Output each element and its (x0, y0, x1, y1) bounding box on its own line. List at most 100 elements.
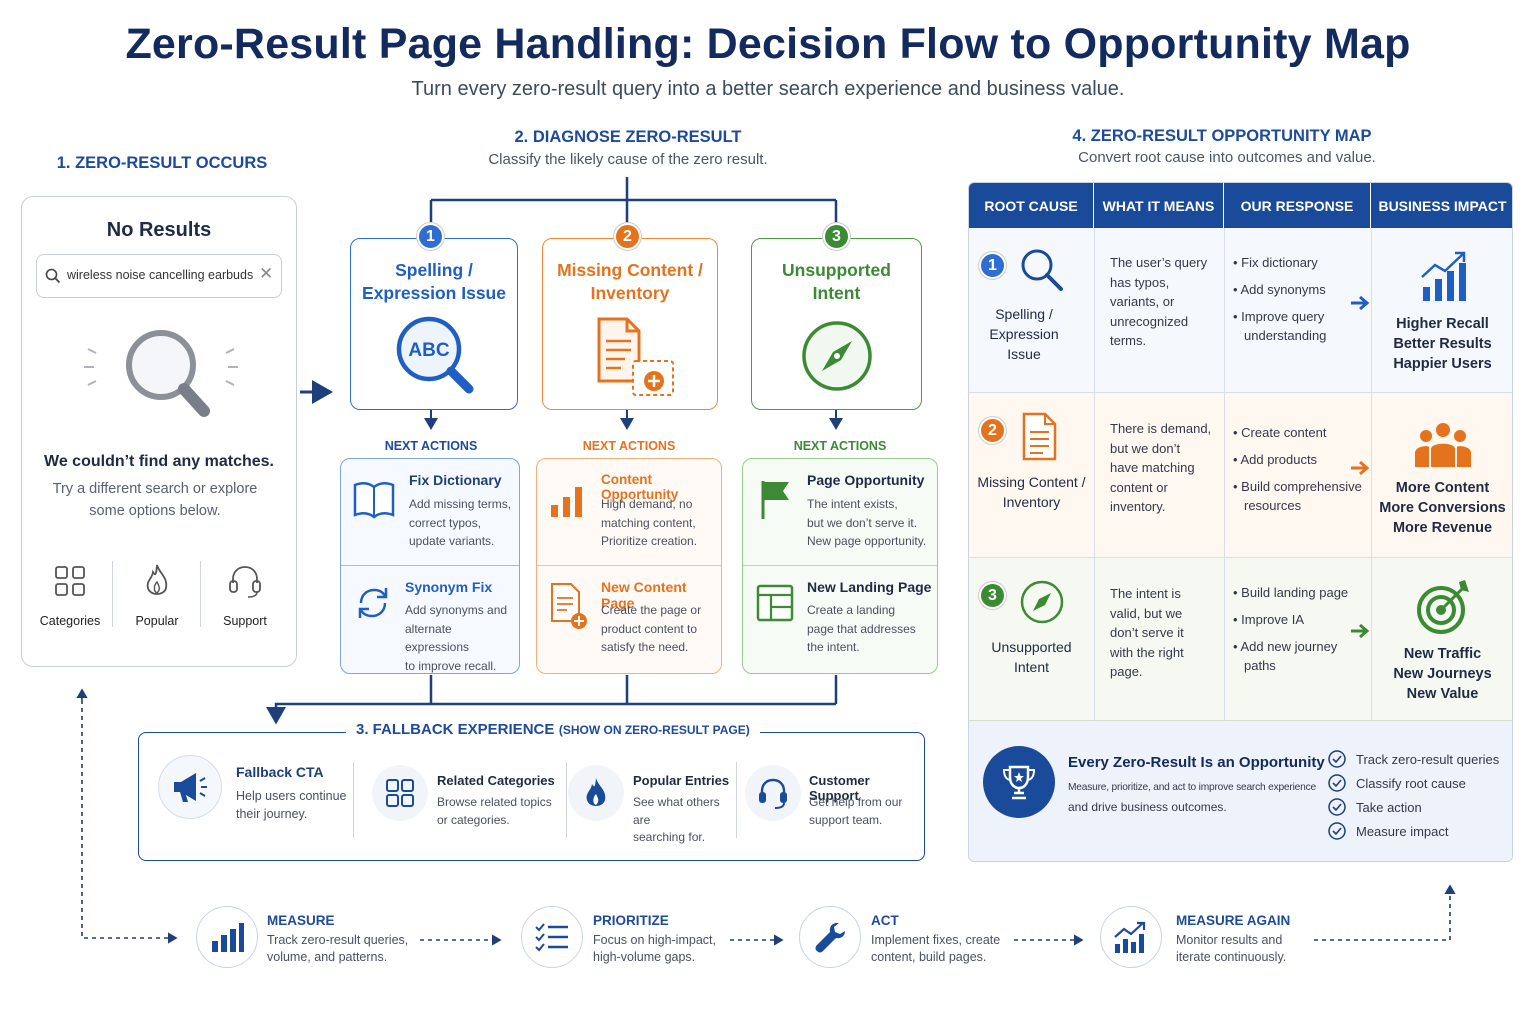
response-list: • Create content • Add products • Build … (1233, 425, 1362, 513)
loop-step-measure: MEASURE Track zero-result queries,volume… (196, 906, 420, 976)
loop-step-prioritize: PRIORITIZE Focus on high-impact,high-vol… (521, 906, 731, 976)
summary-title: Every Zero-Result Is an Opportunity (1068, 754, 1325, 771)
grid-icon (55, 566, 85, 596)
arrow-right-icon (1351, 460, 1370, 476)
step4-subheading: Convert root cause into outcomes and val… (1078, 149, 1376, 166)
row-badge-3: 3 (979, 582, 1006, 609)
summary-panel (969, 721, 1512, 861)
action-title: Synonym Fix (405, 579, 493, 595)
fallback-related-categories[interactable]: Related Categories Browse related topics… (372, 762, 562, 832)
root-cause: Missing Content /Inventory (977, 474, 1086, 510)
arrow-right-icon (1351, 623, 1370, 639)
cause-title: Missing Content /Inventory (557, 260, 703, 303)
action-title: New Content Page (601, 579, 687, 611)
response-list: • Build landing page • Improve IA • Add … (1233, 585, 1349, 673)
step4-heading: 4. ZERO-RESULT OPPORTUNITY MAP (1072, 127, 1372, 145)
open-book-icon (353, 482, 395, 519)
fire-icon (146, 564, 168, 595)
no-results-title: No Results (106, 219, 212, 241)
document-add-icon (597, 317, 674, 396)
option-categories[interactable]: Categories (26, 561, 114, 631)
option-popular[interactable]: Popular (114, 561, 200, 631)
hint-line-2: some options below. (89, 503, 221, 519)
clear-search-icon[interactable]: ✕ (259, 264, 274, 283)
document-icon (1022, 412, 1057, 461)
abc-icon-text: ABC (408, 340, 449, 361)
summary-line-1: Measure, prioritize, and act to improve … (1068, 782, 1316, 793)
grid-icon (386, 779, 414, 807)
action-title: Fix Dictionary (409, 472, 502, 488)
table-row (969, 228, 1512, 393)
step2-subheading: Classify the likely cause of the zero re… (488, 151, 768, 168)
compass-icon (1020, 580, 1064, 624)
option-label: Support (223, 614, 267, 628)
action-title: Page Opportunity (807, 472, 925, 488)
page-subtitle: Turn every zero-result query into a bett… (411, 78, 1125, 100)
action-title: Content Opportunity (601, 472, 679, 502)
checklist-item: Classify root cause (1327, 771, 1499, 795)
option-support[interactable]: Support (202, 561, 288, 631)
fallback-title: Popular Entries (633, 773, 730, 788)
arrow-right-icon (1351, 295, 1370, 311)
loop-step-title: ACT (871, 913, 899, 928)
fallback-heading: 3. FALLBACK EXPERIENCE (SHOW ON ZERO-RES… (346, 721, 760, 739)
cause-card-missing-content: Missing Content /Inventory (542, 238, 718, 410)
wrench-icon (815, 923, 845, 953)
fallback-title: Fallback CTA (236, 764, 324, 780)
search-input[interactable]: wireless noise cancelling earbuds ✕ (36, 254, 282, 298)
table-row (969, 393, 1512, 558)
checklist-item: Track zero-result queries (1327, 747, 1499, 771)
headset-icon (229, 566, 261, 598)
hint-line-1: Try a different search or explore (52, 481, 258, 497)
divider (736, 762, 737, 838)
fire-icon (586, 778, 606, 806)
checklist-icon (535, 923, 568, 952)
check-circle-icon (1328, 750, 1346, 768)
loop-step-desc: Track zero-result queries,volume, and pa… (267, 933, 409, 964)
fallback-title: Related Categories (437, 773, 555, 788)
bar-chart-icon (212, 923, 244, 952)
cause-badge-1: 1 (417, 223, 444, 250)
loop-step-title: PRIORITIZE (593, 913, 669, 928)
check-circle-icon (1328, 798, 1346, 816)
divider (112, 561, 113, 627)
sync-arrows-icon (358, 588, 388, 618)
option-label: Categories (39, 614, 101, 628)
row-badge-2: 2 (979, 417, 1006, 444)
next-actions-label: NEXT ACTIONS (582, 439, 676, 453)
no-results-panel: No Results wireless noise cancelling ear… (21, 196, 297, 667)
growth-chart-icon (1114, 921, 1146, 953)
loop-step-desc: Focus on high-impact,high-volume gaps. (593, 933, 716, 964)
magnifier-icon (1021, 249, 1063, 291)
table-row (969, 558, 1512, 721)
target-icon (1417, 580, 1469, 634)
headset-icon (759, 778, 787, 809)
action-title: New Landing Page (807, 579, 932, 595)
row-badge-1: 1 (979, 252, 1006, 279)
users-group-icon (1415, 423, 1471, 467)
column-header: WHAT IT MEANS (1094, 183, 1224, 228)
checklist: Track zero-result queries Classify root … (1327, 747, 1499, 843)
column-header: ROOT CAUSE (969, 183, 1094, 228)
next-actions-label: NEXT ACTIONS (384, 439, 478, 453)
